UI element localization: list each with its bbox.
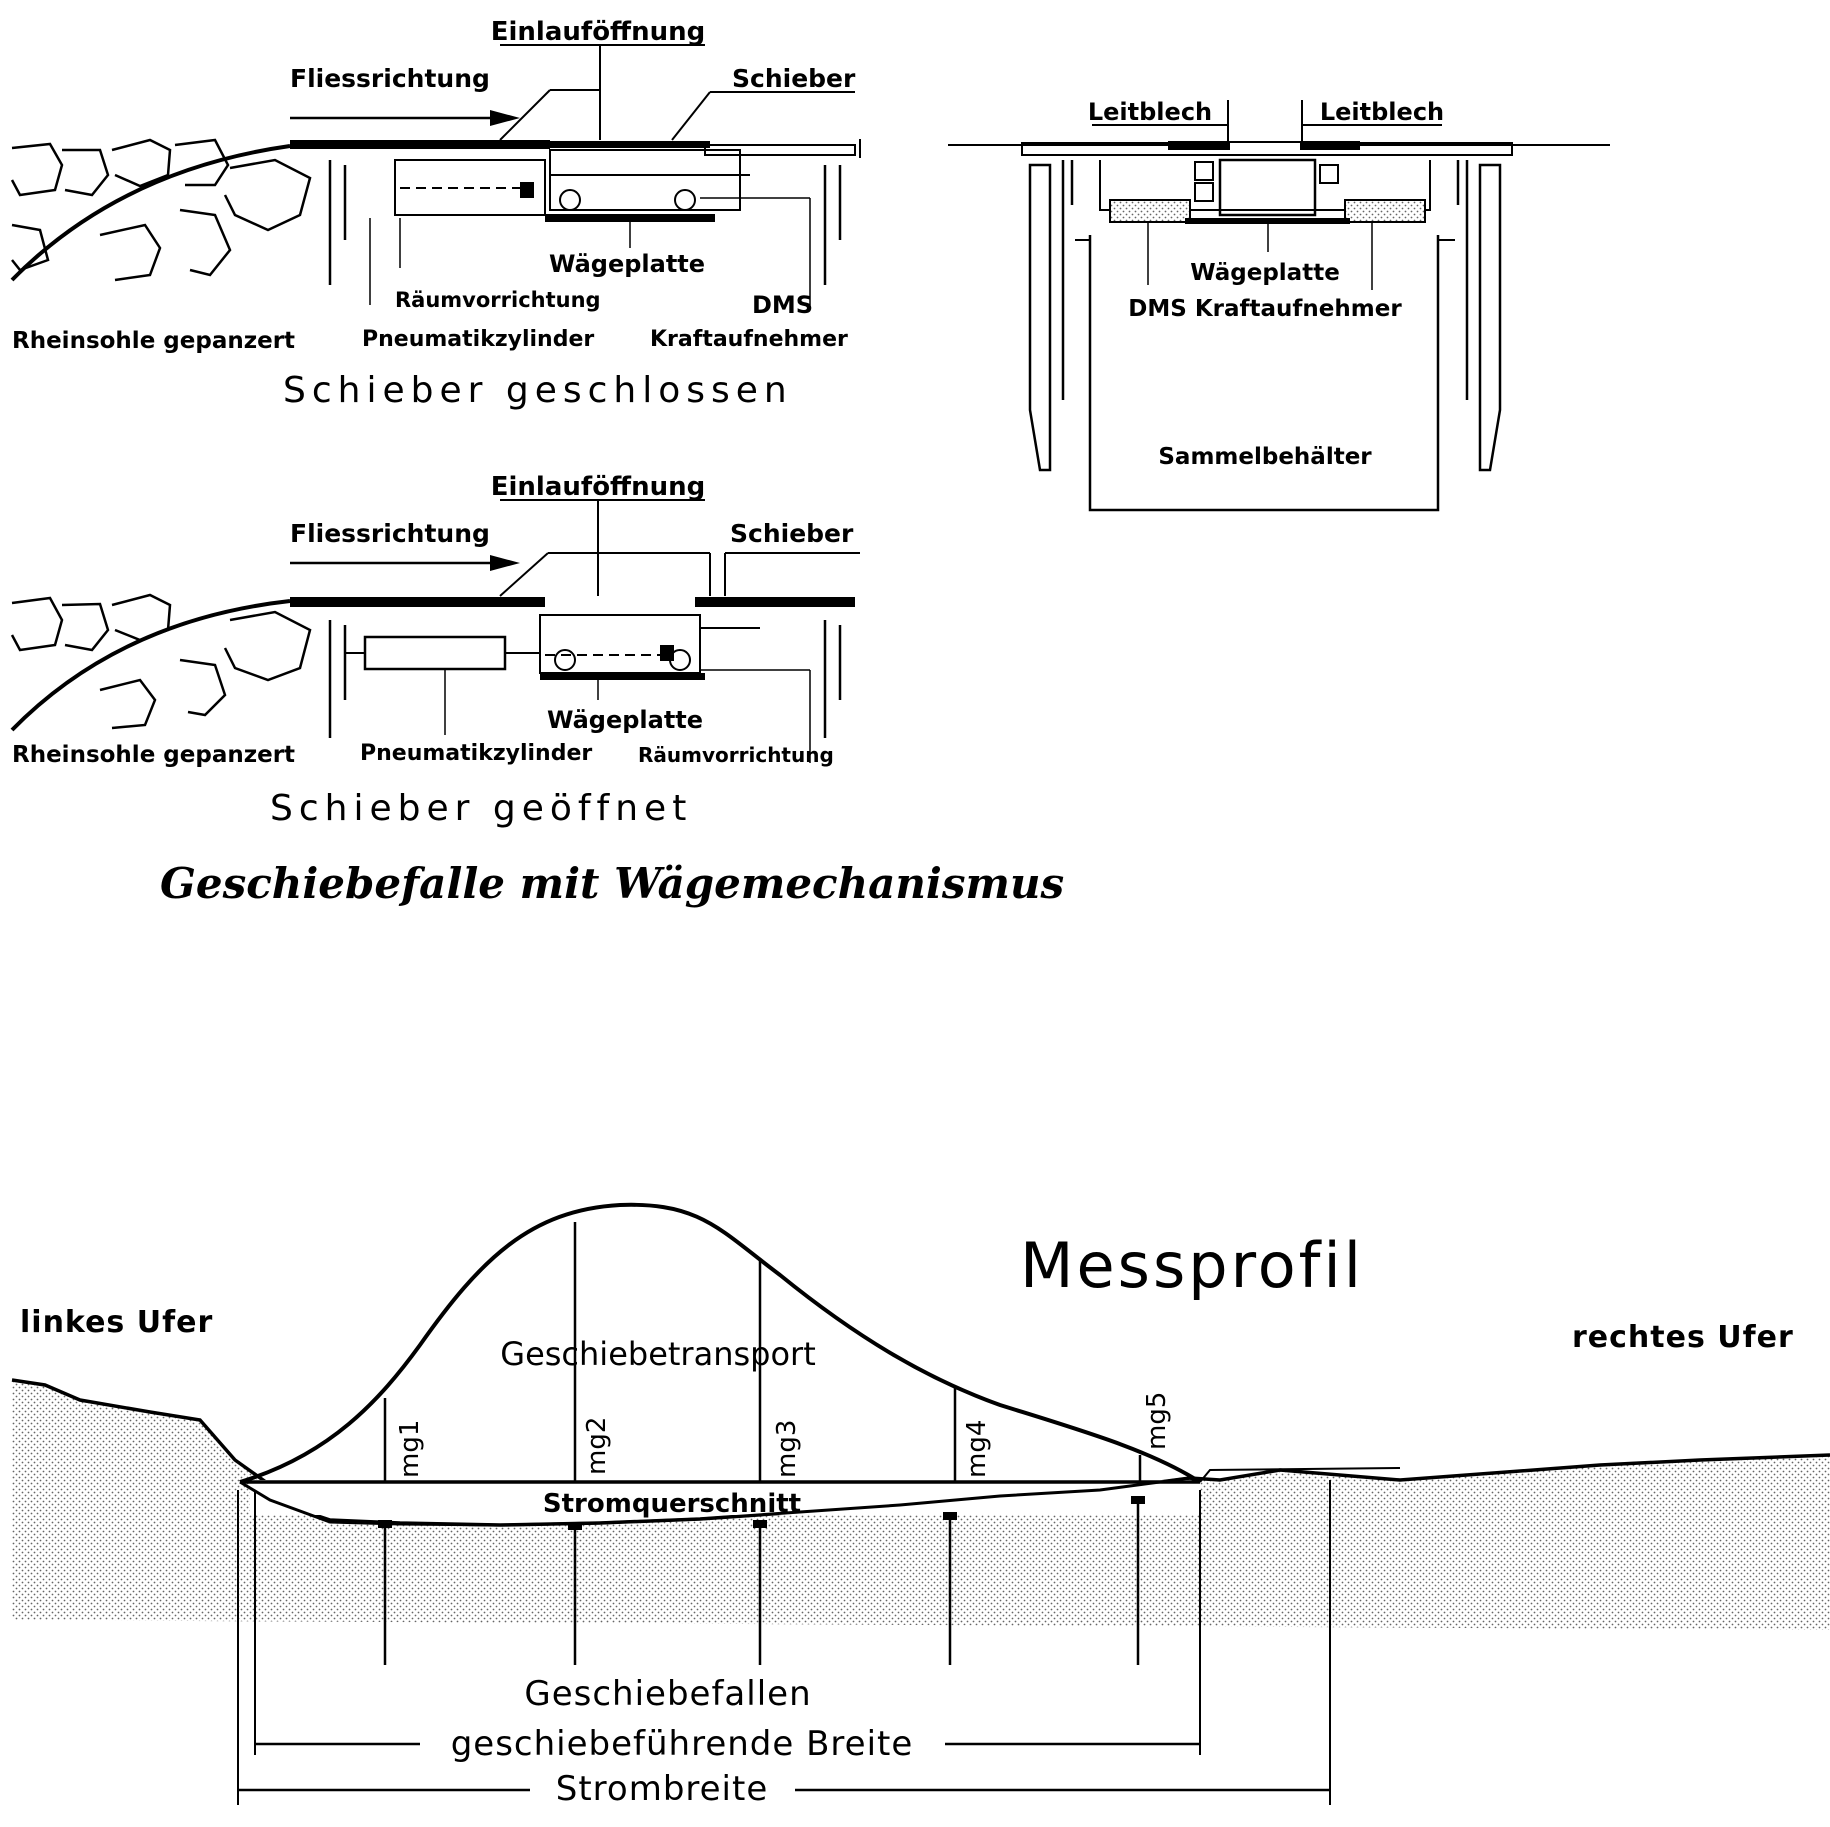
open-raeum-label: Räumvorrichtung <box>638 743 834 767</box>
open-caption: Schieber geöffnet <box>270 788 692 829</box>
mg4-label: mg4 <box>962 1420 992 1478</box>
closed-kraft-label: Kraftaufnehmer <box>650 327 848 352</box>
messprofil <box>11 1202 1830 1805</box>
cross-section-label: Stromquerschnitt <box>543 1489 801 1519</box>
open-einlauf-label: Einlauföffnung <box>491 472 706 502</box>
open-sohle-label: Rheinsohle gepanzert <box>12 742 295 768</box>
trap-stems <box>383 1500 1140 1665</box>
open-waegeplatte-label: Wägeplatte <box>547 706 703 734</box>
bed-load-width-label: geschiebeführende Breite <box>451 1724 914 1764</box>
open-slider <box>695 597 855 607</box>
left-bank-label: linkes Ufer <box>20 1305 213 1340</box>
closed-raeum-label: Räumvorrichtung <box>395 288 601 312</box>
open-riverbed-stones <box>10 593 312 730</box>
transport-label: Geschiebetransport <box>500 1335 815 1373</box>
section-dms-kraft-label: DMS Kraftaufnehmer <box>1128 296 1402 322</box>
sammelbehaelter-label: Sammelbehälter <box>1158 444 1372 470</box>
right-bank-label: rechtes Ufer <box>1572 1320 1794 1355</box>
closed-sohle-label: Rheinsohle gepanzert <box>12 328 295 354</box>
closed-fliess-label: Fliessrichtung <box>290 64 490 93</box>
mg2-label: mg2 <box>582 1417 612 1475</box>
mg3-label: mg3 <box>772 1420 802 1478</box>
closed-view <box>10 45 861 305</box>
open-bed-curve <box>10 599 291 732</box>
section-waegeplatte-label: Wägeplatte <box>1190 260 1340 286</box>
closed-cover-plate <box>290 140 550 149</box>
open-fliess-label: Fliessrichtung <box>290 519 490 548</box>
figure-title: Geschiebefalle mit Wägemechanismus <box>160 859 1064 908</box>
closed-waegeplatte-label: Wägeplatte <box>549 250 705 278</box>
open-cover-plate <box>290 597 545 607</box>
closed-bed-curve <box>10 144 291 282</box>
closed-slider <box>550 141 710 148</box>
closed-dms-label: DMS <box>752 291 813 319</box>
transport-curve <box>239 1202 1202 1484</box>
mg5-label: mg5 <box>1142 1392 1172 1450</box>
trap-markers <box>378 1496 1145 1530</box>
open-view <box>10 500 860 763</box>
closed-einlauf-label: Einlauföffnung <box>491 17 706 47</box>
closed-pneumatik-label: Pneumatikzylinder <box>362 327 594 352</box>
leitblech-right-label: Leitblech <box>1320 98 1444 126</box>
closed-caption: Schieber geschlossen <box>283 370 793 411</box>
open-pneumatik-label: Pneumatikzylinder <box>360 741 592 766</box>
leitblech-left-label: Leitblech <box>1088 98 1212 126</box>
river-width-label: Strombreite <box>556 1769 769 1809</box>
closed-riverbed-stones <box>10 138 312 282</box>
messprofil-title: Messprofil <box>1020 1229 1364 1302</box>
mg1-label: mg1 <box>395 1420 425 1478</box>
section-view <box>948 100 1610 512</box>
open-schieber-label: Schieber <box>730 519 854 548</box>
closed-schieber-label: Schieber <box>732 64 856 93</box>
mg-lines <box>383 1222 1142 1482</box>
traps-label: Geschiebefallen <box>524 1674 811 1714</box>
